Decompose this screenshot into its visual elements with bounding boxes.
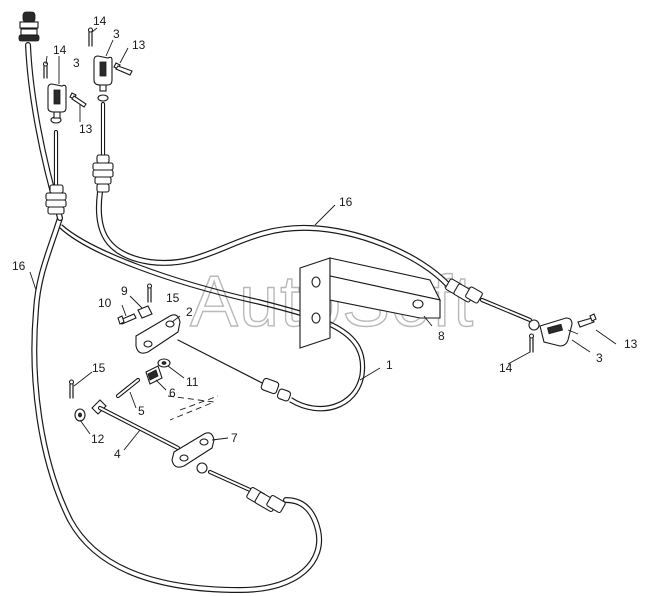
cotter-14-right [528, 333, 535, 353]
washer-12 [74, 408, 86, 422]
fitting-right [445, 278, 540, 331]
label-6: 6 [169, 386, 176, 400]
label-14-left: 14 [53, 43, 67, 57]
label-15-top: 15 [166, 291, 180, 305]
label-1: 1 [386, 358, 393, 372]
pull-wire [177, 339, 273, 389]
cotter-15-top [146, 283, 153, 303]
pin-13-top [113, 62, 133, 76]
cable-16-left [31, 215, 323, 593]
fork-3-left [47, 83, 67, 119]
pin-5 [115, 377, 141, 399]
label-5: 5 [138, 404, 145, 418]
clip-6 [145, 365, 163, 385]
cotter-14-top [87, 27, 94, 47]
cotter-15-lower [68, 379, 75, 399]
label-3-left: 3 [73, 56, 80, 70]
washer-11 [157, 358, 171, 368]
bracket-8 [299, 257, 442, 349]
label-13-left: 13 [79, 122, 93, 136]
label-12: 12 [91, 432, 105, 446]
label-10: 10 [98, 296, 112, 310]
lever-2 [135, 314, 181, 354]
label-16-right: 16 [339, 195, 353, 209]
bolt-10 [117, 313, 137, 325]
label-3-top: 3 [113, 27, 120, 41]
cotter-14-left [42, 61, 49, 79]
cable-1-ferrule [260, 377, 292, 402]
label-13-right: 13 [624, 337, 638, 351]
fitting-bottom [196, 462, 286, 514]
lever-7 [171, 432, 215, 468]
nut-9 [137, 305, 153, 319]
label-16-left: 16 [12, 259, 26, 273]
leader-lines [29, 27, 617, 451]
label-14-right: 14 [499, 361, 513, 375]
label-13-top: 13 [132, 38, 146, 52]
assembly-line-b [179, 395, 219, 411]
pin-13-left [69, 92, 87, 108]
label-2: 2 [186, 305, 193, 319]
label-4: 4 [114, 447, 121, 461]
fork-3-top [93, 55, 113, 102]
label-7: 7 [231, 431, 238, 445]
label-9: 9 [121, 284, 128, 298]
shaft-4 [91, 399, 181, 451]
cable-16-right [95, 189, 451, 288]
fitting-top [92, 101, 114, 193]
fitting-left [45, 116, 67, 215]
label-8: 8 [438, 329, 445, 343]
label-14-top: 14 [93, 14, 107, 28]
pin-13-right [577, 313, 597, 328]
assembly-line-a [167, 395, 216, 421]
fork-3-right [539, 317, 573, 347]
label-11: 11 [186, 375, 199, 389]
label-15-lower: 15 [92, 361, 106, 375]
callout-labels: 14 3 13 14 3 13 16 16 9 15 10 2 8 13 3 1… [12, 14, 638, 461]
label-3-right: 3 [596, 351, 603, 365]
